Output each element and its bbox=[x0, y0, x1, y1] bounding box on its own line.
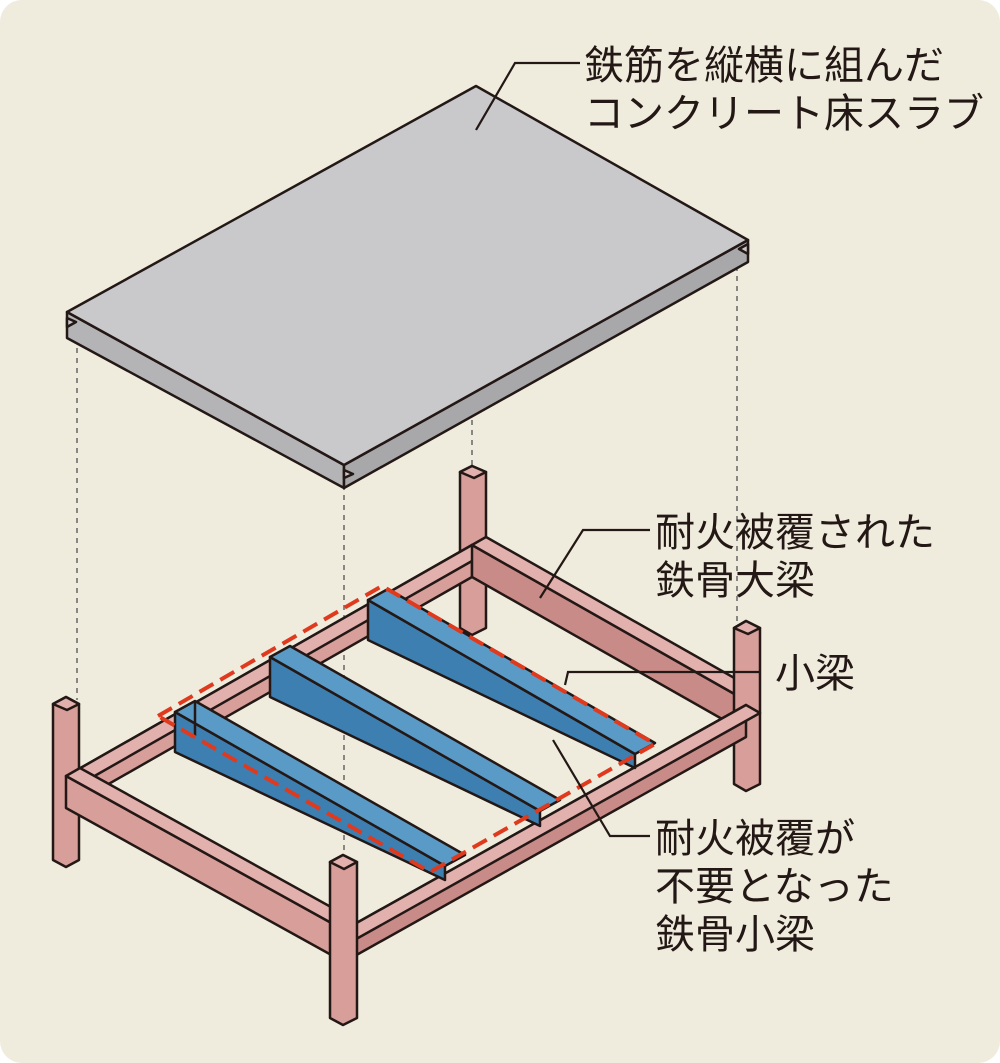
callout-slab: 鉄筋を縦横に組んだ コンクリート床スラブ bbox=[584, 43, 984, 137]
unprotected-beam-label-line3: 鉄骨小梁 bbox=[655, 912, 815, 958]
main-beam-label-line1: 耐火被覆された bbox=[655, 510, 935, 556]
leader-lines bbox=[475, 61, 760, 838]
unprotected-beam-label-line1: 耐火被覆が bbox=[655, 816, 855, 862]
main-beam-label-line2: 鉄骨大梁 bbox=[655, 558, 815, 604]
main-beam-front-left bbox=[64, 766, 360, 964]
slab-label-line1: 鉄筋を縦横に組んだ bbox=[584, 43, 944, 89]
small-beam-label: 小梁 bbox=[775, 651, 855, 697]
leader-small-beam bbox=[563, 670, 760, 686]
unprotected-beam-label-line2: 不要となった bbox=[655, 864, 894, 910]
small-beams bbox=[173, 587, 657, 882]
slab-notches bbox=[65, 242, 750, 480]
column-front bbox=[328, 853, 359, 1027]
leader-unprotected-beam bbox=[552, 739, 650, 838]
callout-main-beam: 耐火被覆された 鉄骨大梁 bbox=[655, 510, 935, 604]
concrete-slab bbox=[65, 84, 750, 490]
small-beam-2 bbox=[268, 644, 562, 828]
leader-slab bbox=[475, 61, 580, 131]
small-beam-1 bbox=[173, 699, 467, 882]
slab-top bbox=[65, 84, 750, 467]
callout-small-beam: 小梁 bbox=[775, 651, 855, 697]
leader-main-beam bbox=[539, 528, 650, 599]
small-beam-highlight bbox=[156, 584, 657, 874]
slab-label-line2: コンクリート床スラブ bbox=[584, 91, 984, 137]
callout-unprotected-beam: 耐火被覆が 不要となった 鉄骨小梁 bbox=[655, 816, 894, 958]
small-beam-3 bbox=[366, 587, 657, 770]
